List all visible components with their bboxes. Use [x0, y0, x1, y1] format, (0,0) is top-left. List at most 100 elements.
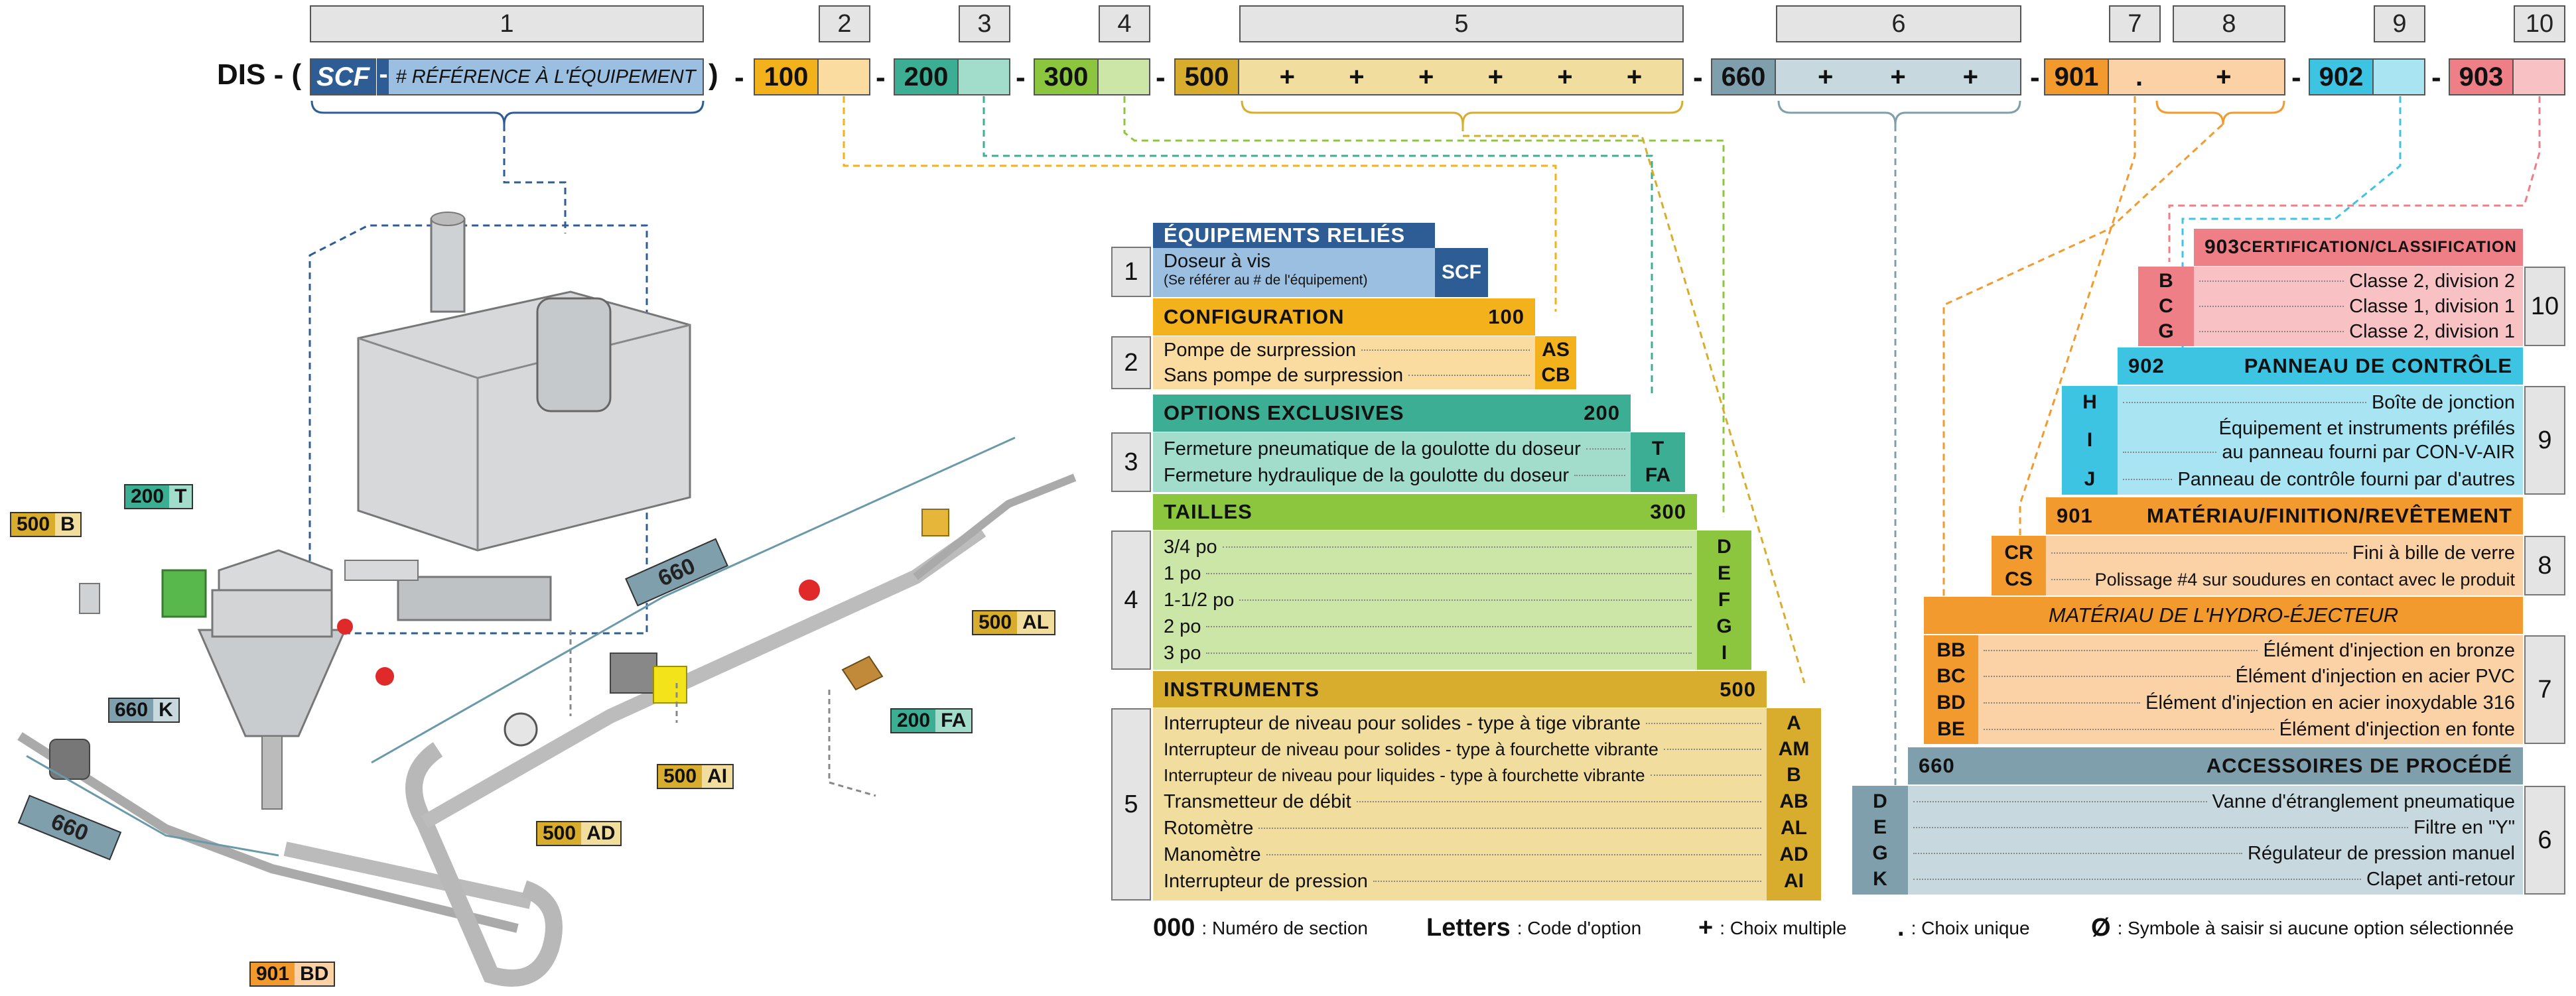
legend-item: .: Choix unique	[1897, 914, 2030, 942]
dash: -	[2030, 61, 2040, 93]
legend-key: 000	[1153, 914, 1195, 942]
s7-body	[1978, 635, 2523, 744]
code-close: )	[709, 58, 718, 91]
section-num-1: 1	[1111, 247, 1151, 297]
s9-title: PANNEAU DE CONTRÔLE	[2244, 354, 2512, 377]
legend-desc: : Symbole à saisir si aucune option séle…	[2117, 917, 2514, 938]
s8-row-label: Polissage #4 sur soudures en contact ave…	[2094, 569, 2515, 590]
s2-opt: CB	[1541, 364, 1570, 386]
tag-option: AI	[702, 765, 733, 788]
s10-row-label: Classe 1, division 1	[2349, 295, 2515, 317]
plus: +	[1487, 62, 1503, 92]
s4-opt: I	[1721, 642, 1728, 664]
section-num-5: 5	[1111, 708, 1151, 901]
s10-row: Classe 2, division 2	[2194, 269, 2515, 294]
code-903: 903	[2449, 58, 2514, 95]
tag-code: 500	[11, 513, 56, 536]
code-902: 902	[2309, 58, 2374, 95]
s2-header: CONFIGURATION 100	[1153, 298, 1535, 336]
s8-opt: CS	[2005, 568, 2033, 590]
s5-row: Interrupteur de niveau pour solides - ty…	[1164, 737, 1767, 762]
code-100: 100	[754, 58, 819, 95]
tag-option: T	[169, 485, 192, 508]
plus: +	[2216, 62, 2232, 92]
plus: +	[1279, 62, 1295, 92]
legend-item: Ø: Symbole à saisir si aucune option sél…	[2091, 914, 2514, 942]
s10-code: 903	[2204, 236, 2240, 258]
code-300-slot	[1099, 58, 1150, 95]
s5-code: 500	[1720, 677, 1756, 701]
s6-opt: E	[1873, 816, 1887, 838]
s7-row-label: Élément d'injection en acier inoxydable …	[2145, 692, 2515, 714]
s7-row: Élément d'injection en acier inoxydable …	[1978, 690, 2515, 716]
s7-opt: BC	[1936, 665, 1966, 687]
s4-row: 1-1/2 po	[1164, 588, 1697, 613]
tag-code: 660	[109, 699, 154, 721]
header-num-9: 9	[2374, 5, 2425, 42]
legend-key: +	[1698, 914, 1714, 942]
section-num-9: 9	[2524, 386, 2565, 495]
s4-row-label: 3 po	[1164, 642, 1201, 664]
section-num-6: 6	[2524, 786, 2565, 895]
s3-code-col	[1631, 432, 1685, 492]
dash: -	[1693, 61, 1703, 93]
s5-opt: AL	[1781, 817, 1807, 839]
s8-body	[2046, 536, 2523, 595]
s3-row: Fermeture pneumatique de la goulotte du …	[1164, 436, 1631, 462]
s9-code: 902	[2128, 354, 2165, 377]
s4-opt: E	[1717, 562, 1731, 584]
s7-title: MATÉRIAU DE L'HYDRO-ÉJECTEUR	[2048, 603, 2399, 627]
s10-row-label: Classe 2, division 2	[2349, 270, 2515, 292]
code-500-slots: + + + + + +	[1239, 58, 1684, 95]
s5-opt: AM	[1778, 738, 1810, 760]
s1-line1: Doseur à vis	[1164, 251, 1271, 272]
equipment-illustration	[17, 212, 1077, 987]
s5-row: Manomètre	[1164, 842, 1767, 867]
s2-code: 100	[1488, 305, 1525, 328]
code-300: 300	[1034, 58, 1099, 95]
s9-body	[2118, 386, 2523, 495]
s7-code-col	[1924, 635, 1978, 744]
legend-desc: : Code d'option	[1517, 917, 1642, 938]
s6-row-label: Vanne d'étranglement pneumatique	[2212, 790, 2515, 812]
plus: +	[1817, 62, 1834, 92]
s9-row: Panneau de contrôle fourni par d'autres	[2118, 467, 2515, 492]
s6-opt: G	[1872, 842, 1888, 864]
s3-opt: FA	[1645, 464, 1671, 486]
s4-row: 1 po	[1164, 561, 1697, 586]
s3-row: Fermeture hydraulique de la goulotte du …	[1164, 463, 1631, 488]
header-num-7: 7	[2109, 5, 2161, 42]
s1-header: ÉQUIPEMENTS RELIÉS	[1153, 223, 1435, 248]
s10-opt: B	[2159, 270, 2173, 292]
s9-row: au panneau fourni par CON-V-AIR	[2118, 440, 2515, 464]
dash: -	[734, 61, 744, 93]
s10-opt: G	[2158, 320, 2174, 342]
s8-row-label: Fini à bille de verre	[2352, 542, 2515, 564]
s6-header: 660 ACCESSOIRES DE PROCÉDÉ	[1908, 747, 2523, 784]
s5-row-label: Rotomètre	[1164, 817, 1254, 839]
header-num-1: 1	[310, 5, 704, 42]
s5-opt: AB	[1779, 790, 1808, 812]
s2-row: Sans pompe de surpression	[1164, 363, 1535, 387]
s3-code: 200	[1584, 401, 1620, 424]
s6-row-label: Régulateur de pression manuel	[2247, 842, 2515, 864]
tag-option: K	[153, 699, 178, 721]
s6-code: 660	[1919, 754, 1955, 777]
s4-opt: G	[1716, 615, 1732, 637]
header-num-8: 8	[2173, 5, 2285, 42]
dash: -	[876, 61, 886, 93]
tag-option: BD	[295, 963, 334, 985]
section-num-10: 10	[2524, 267, 2565, 346]
s6-row: Filtre en "Y"	[1908, 815, 2515, 840]
s8-row: Fini à bille de verre	[2046, 540, 2515, 566]
header-num-10: 10	[2514, 5, 2565, 42]
tag-code: 901	[251, 963, 295, 985]
plus: +	[1890, 62, 1906, 92]
scf-code: SCF	[310, 58, 376, 95]
s9-row: Équipement et instruments préfilés	[2118, 416, 2516, 440]
s4-row-label: 2 po	[1164, 615, 1201, 637]
